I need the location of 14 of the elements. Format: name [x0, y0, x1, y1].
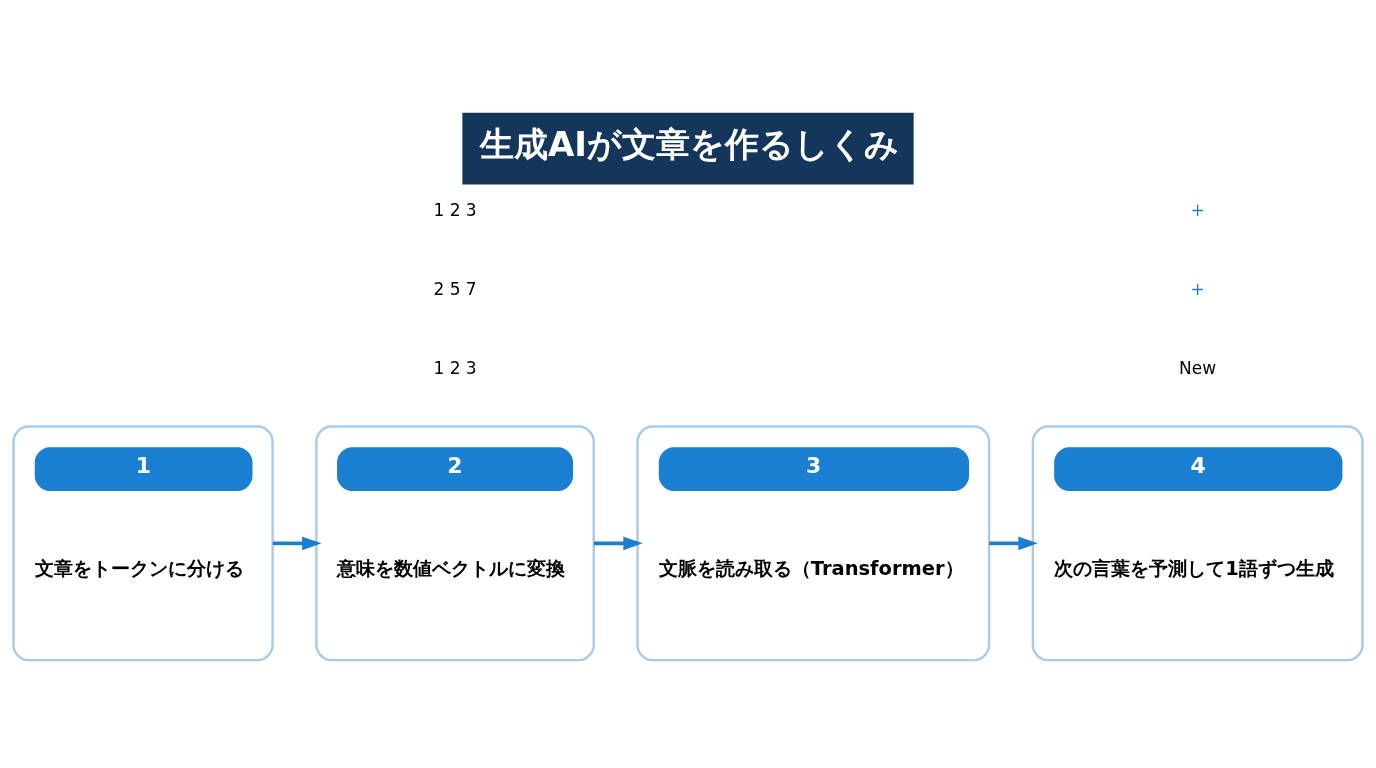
label: New — [1179, 357, 1217, 378]
arrow — [989, 536, 1038, 551]
label: 1 2 3 — [433, 199, 477, 220]
label: + — [1190, 199, 1205, 220]
node-box: 2 意味を数値ベクトルに変換 — [315, 425, 595, 662]
arrow — [593, 536, 643, 551]
label: + — [1190, 278, 1205, 299]
label: 2 5 7 — [433, 278, 477, 299]
arrow — [272, 536, 322, 551]
label: 1 2 3 — [433, 357, 477, 378]
node-box: 3 文脈を読み取る（Transformer） — [636, 425, 991, 662]
node-box: 4 次の言葉を予測して1語ずつ生成 — [1031, 425, 1364, 662]
node-box: 1 文章をトークンに分ける — [12, 425, 274, 662]
diagram-title: 生成AIが文章を作るしくみ — [479, 124, 900, 165]
